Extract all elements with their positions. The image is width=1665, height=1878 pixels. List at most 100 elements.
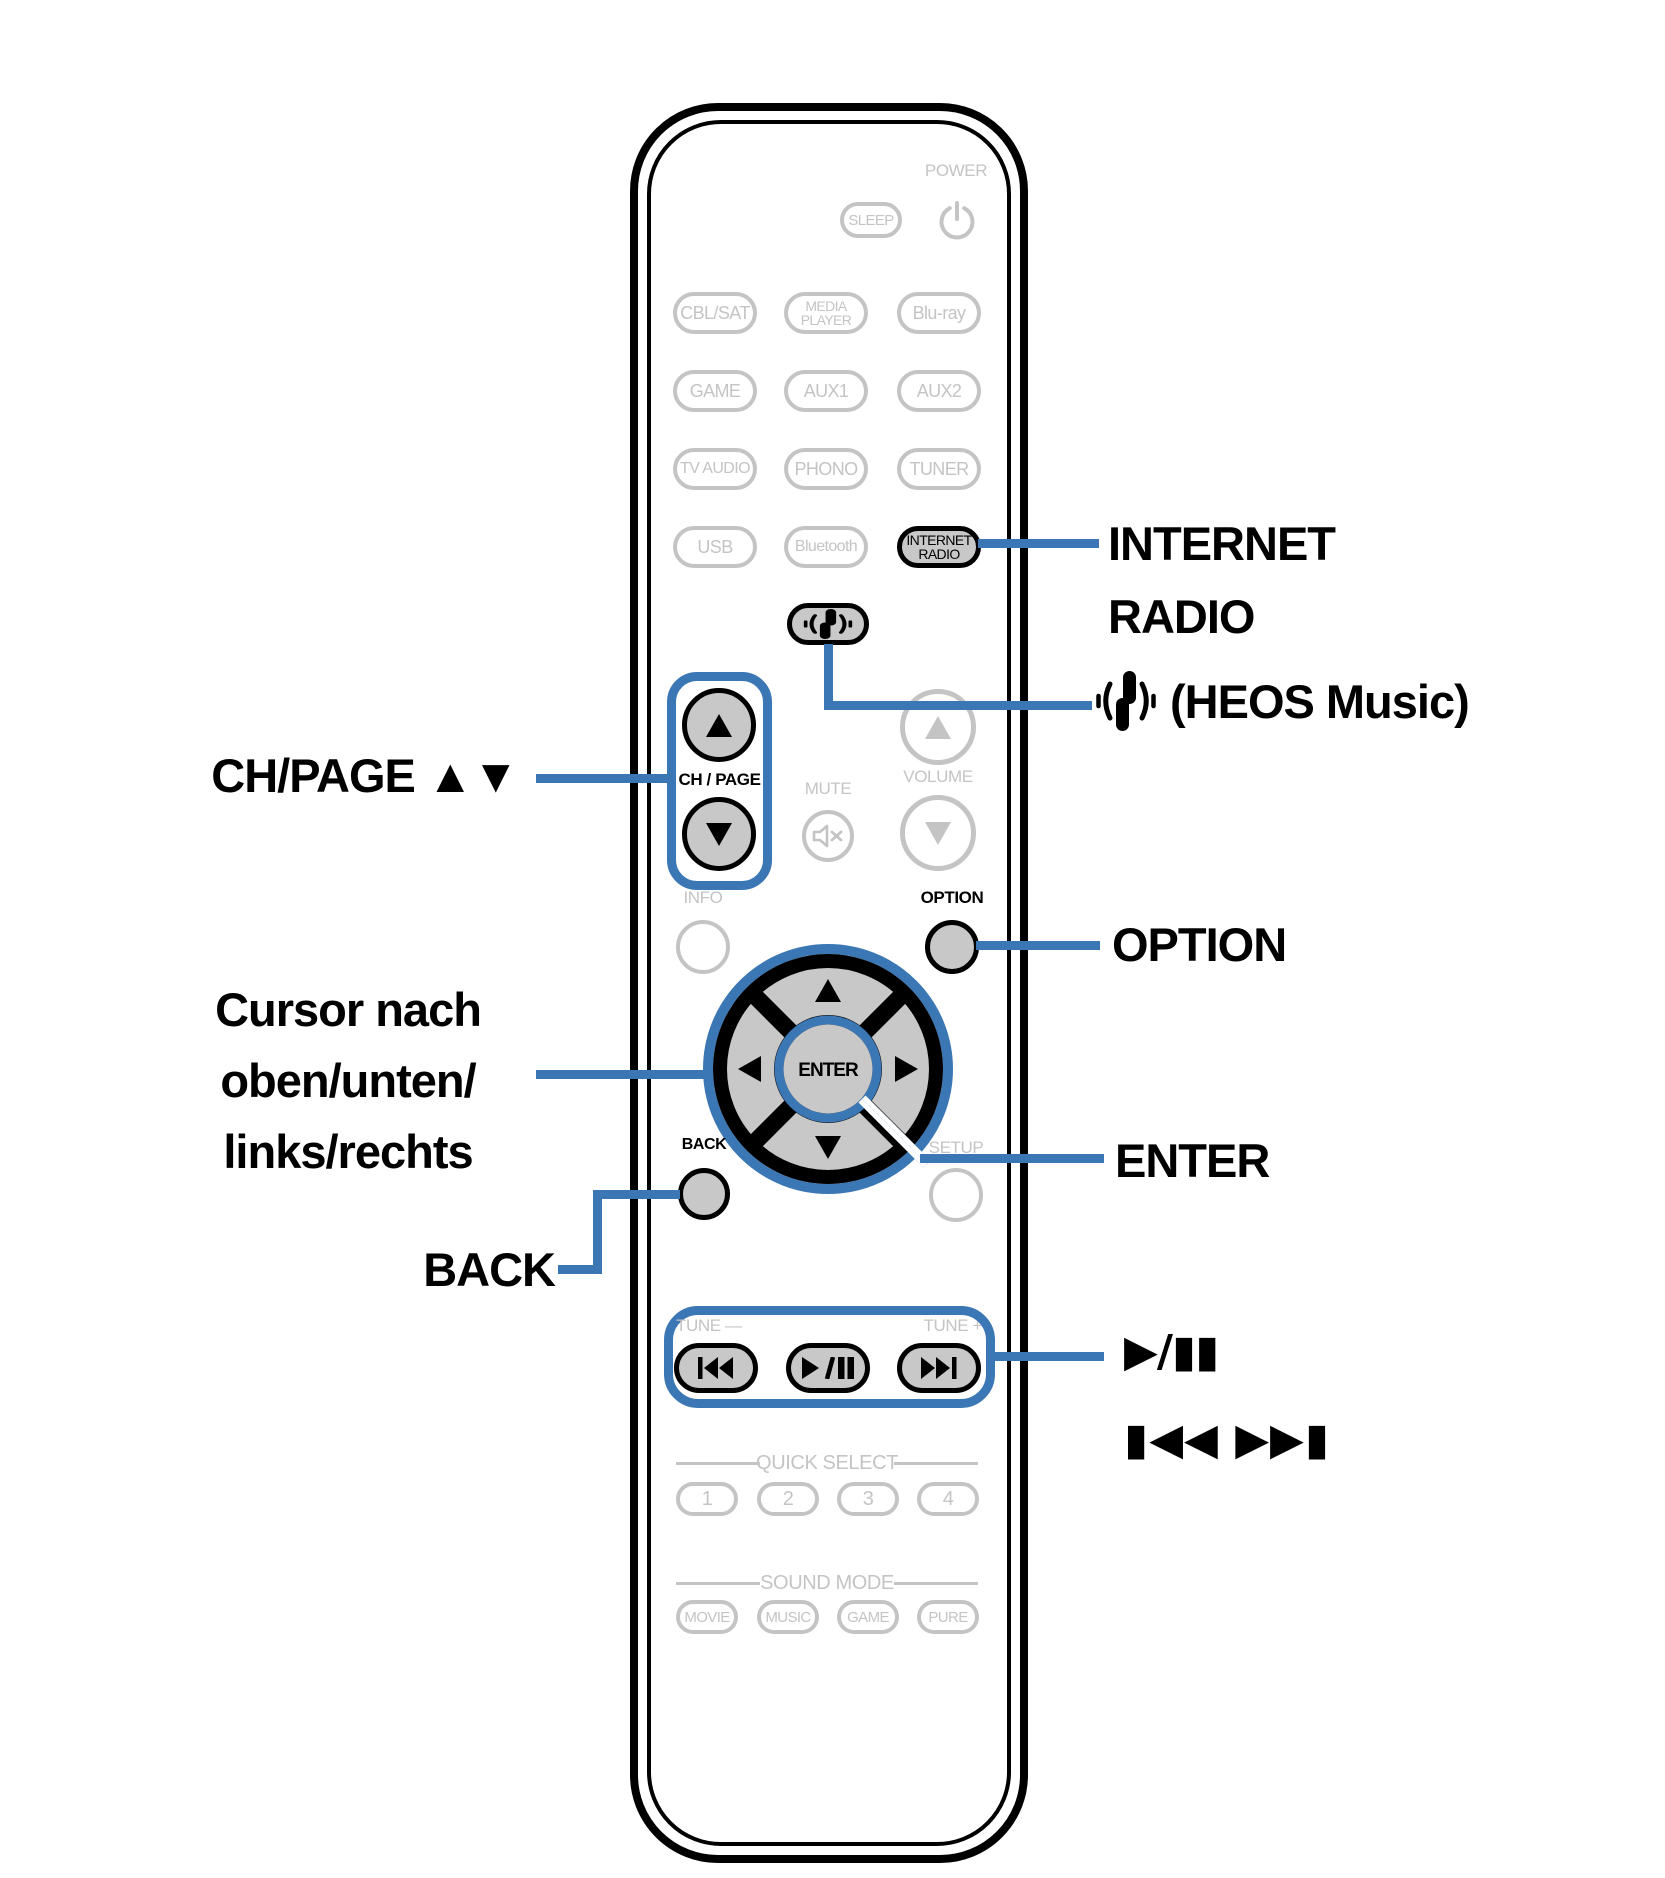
quick-select-right-rule: [894, 1462, 978, 1465]
heos-callout-text: (HEOS Music): [1170, 674, 1470, 728]
internet-radio-callout-line: [978, 539, 1099, 548]
internet-radio-line1: INTERNET: [906, 532, 972, 548]
source-tv-audio-button: TV AUDIO: [673, 448, 757, 490]
internet-radio-line2: RADIO: [918, 546, 960, 562]
source-phono-button: PHONO: [784, 448, 868, 490]
ch-page-callout-line: [536, 774, 672, 783]
option-button-label: OPTION: [920, 888, 984, 907]
source-tuner-button: TUNER: [897, 448, 981, 490]
quick-select-title: QUICK SELECT: [756, 1452, 898, 1474]
power-icon: [939, 200, 974, 239]
volume-down-button: [900, 795, 976, 871]
internet-radio-callout-line2: RADIO: [1108, 590, 1255, 643]
sound-mode-title: SOUND MODE: [760, 1572, 894, 1594]
enter-button-label: ENTER: [798, 1060, 859, 1081]
cursor-callout-label: Cursor nach oben/unten/ links/rechts: [133, 974, 563, 1187]
heos-button: [787, 603, 869, 645]
quick-select-3-button: 3: [837, 1482, 899, 1516]
cursor-up-triangle-icon: [815, 979, 841, 1002]
source-media-player-button: MEDIA PLAYER: [784, 292, 868, 334]
sound-mode-game-button: GAME: [837, 1600, 899, 1634]
volume-up-triangle-icon: [925, 715, 951, 739]
source-usb-button: USB: [673, 526, 757, 568]
back-callout-line-top: [593, 1190, 680, 1199]
back-callout-line-bottom: [558, 1265, 602, 1274]
heos-callout-line: [824, 701, 1092, 710]
option-callout-label: OPTION: [1112, 918, 1287, 971]
play-pause-callout-line: [994, 1352, 1104, 1361]
play-pause-button: [786, 1343, 870, 1393]
transport-highlight-box: [664, 1306, 995, 1408]
internet-radio-callout-label: INTERNET RADIO: [1108, 507, 1336, 653]
info-button: [676, 920, 730, 974]
mute-label: MUTE: [804, 779, 852, 798]
source-internet-radio-button: INTERNET RADIO: [897, 526, 981, 568]
cursor-right-triangle-icon: [895, 1056, 918, 1082]
heos-callout-label: (HEOS Music): [1094, 670, 1470, 732]
source-game-button: GAME: [673, 370, 757, 412]
remote-inner-outline: [647, 120, 1011, 1846]
sound-mode-music-button: MUSIC: [757, 1600, 819, 1634]
tune-plus-label: TUNE +: [923, 1316, 982, 1335]
sound-mode-movie-button: MOVIE: [676, 1600, 738, 1634]
quick-select-2-button: 2: [757, 1482, 819, 1516]
heos-callout-line-vertical: [824, 644, 833, 706]
internet-radio-callout-line1: INTERNET: [1108, 517, 1336, 570]
sound-mode-right-rule: [894, 1582, 978, 1585]
cursor-down-triangle-icon: [815, 1136, 841, 1159]
sound-mode-pure-button: PURE: [917, 1600, 979, 1634]
power-label: POWER: [924, 161, 988, 180]
ch-page-button-label: CH / PAGE: [678, 770, 761, 789]
skip-forward-icon: [921, 1357, 957, 1379]
back-button-label: BACK: [681, 1136, 727, 1153]
setup-button: [929, 1168, 983, 1222]
source-aux1-button: AUX1: [784, 370, 868, 412]
cursor-callout-line: [536, 1070, 710, 1079]
enter-button: [783, 1024, 873, 1114]
source-bluray-button: Blu-ray: [897, 292, 981, 334]
skip-forward-button: [897, 1343, 981, 1393]
cursor-callout-line2: oben/unten/: [220, 1054, 476, 1107]
ch-page-up-button: [682, 688, 756, 762]
cursor-callout-line1: Cursor nach: [215, 983, 482, 1036]
option-callout-line: [976, 941, 1100, 950]
ch-page-callout-label: CH/PAGE ▲▼: [211, 749, 519, 802]
volume-down-triangle-icon: [925, 821, 951, 845]
cursor-pad-highlight-ring: [703, 944, 953, 1194]
quick-select-1-button: 1: [676, 1482, 738, 1516]
power-button: [933, 197, 980, 244]
media-player-line2: PLAYER: [800, 312, 852, 328]
back-callout-line-vertical: [593, 1190, 602, 1274]
quick-select-4-button: 4: [917, 1482, 979, 1516]
skip-back-icon: [698, 1357, 733, 1379]
sleep-button: SLEEP: [840, 202, 902, 238]
quick-select-left-rule: [676, 1462, 760, 1465]
skip-back-button: [674, 1343, 758, 1393]
tune-minus-label: TUNE —: [676, 1316, 742, 1335]
heos-music-icon: [803, 609, 853, 639]
cursor-left-triangle-icon: [738, 1056, 761, 1082]
info-label: INFO: [683, 888, 723, 907]
enter-callout-label: ENTER: [1115, 1134, 1270, 1187]
up-triangle-icon: [706, 713, 732, 737]
setup-label: SETUP: [928, 1138, 984, 1157]
sound-mode-left-rule: [676, 1582, 760, 1585]
back-callout-label: BACK: [423, 1243, 556, 1296]
down-triangle-icon: [706, 822, 732, 846]
mute-button: [802, 810, 854, 862]
skip-callout-label: ▮◀◀ ▶▶▮: [1124, 1414, 1331, 1465]
mute-speaker-icon: [812, 824, 843, 848]
ch-page-down-button: [682, 797, 756, 871]
source-bluetooth-button: Bluetooth: [784, 526, 868, 568]
source-cbl-sat-button: CBL/SAT: [673, 292, 757, 334]
play-pause-icon: [802, 1357, 854, 1379]
back-button: [678, 1168, 730, 1220]
play-pause-callout-label: ▶/▮▮: [1124, 1326, 1219, 1377]
heos-music-icon: [1096, 671, 1156, 731]
enter-highlight-ring: [774, 1015, 882, 1123]
media-player-line1: MEDIA: [805, 298, 847, 314]
enter-callout-line: [920, 1154, 1104, 1163]
source-aux2-button: AUX2: [897, 370, 981, 412]
cursor-callout-line3: links/rechts: [223, 1125, 473, 1178]
